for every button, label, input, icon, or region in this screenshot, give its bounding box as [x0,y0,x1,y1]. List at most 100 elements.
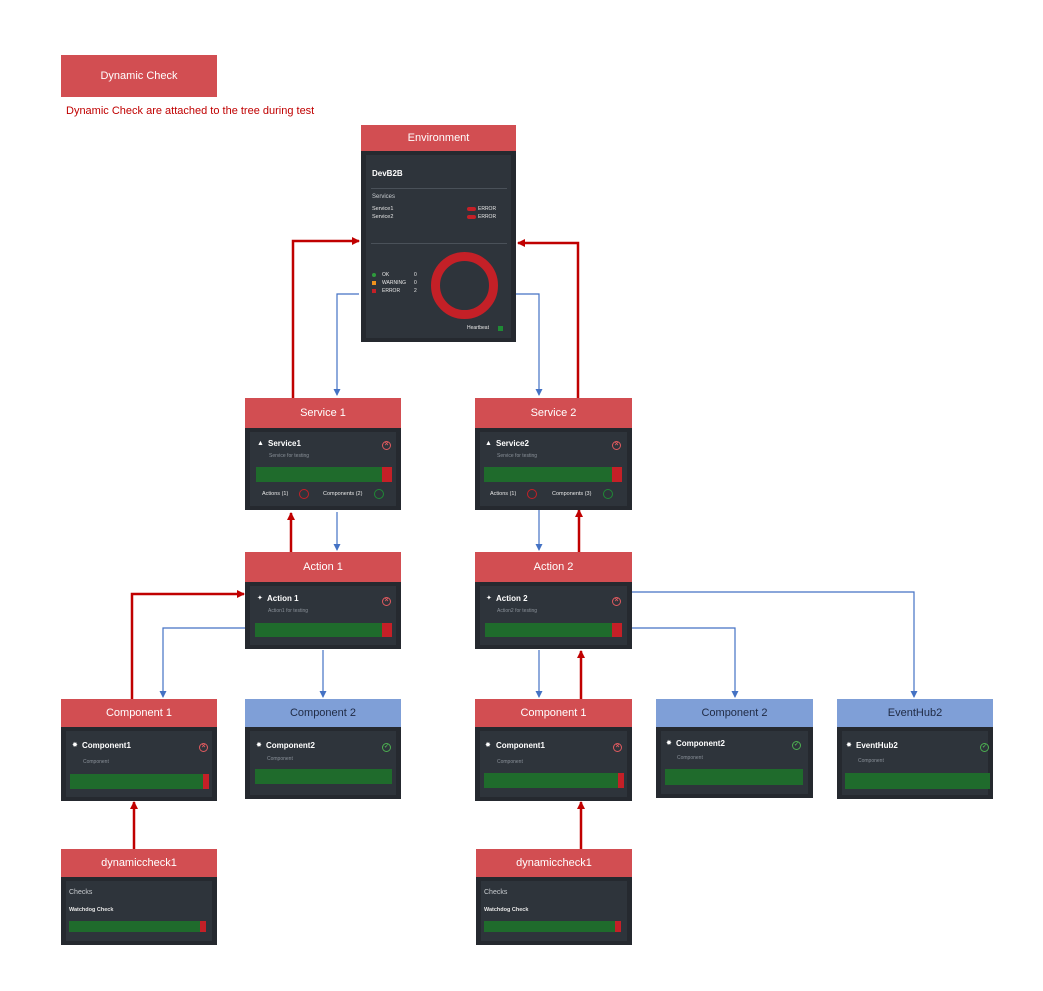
legend-note: Dynamic Check are attached to the tree d… [66,105,315,117]
service-desc: Service for testing [269,453,310,459]
component2-card: ✸ Component2 Component ✓ [656,727,813,798]
dynamiccheck1-header: dynamiccheck1 [476,849,632,877]
actions-count: Actions (1) [262,491,289,497]
arrow-environment-to-service2 [516,293,543,396]
dynamiccheck1-card: Checks Watchdog Check [61,877,217,945]
action2-header: Action 2 [475,552,632,582]
sitemap-icon: ▲ [257,440,264,447]
component-health-bar [70,774,209,789]
stat-dot [372,273,376,277]
dynamic-check-legend-button: Dynamic Check [61,55,217,97]
component-health-bar [484,773,624,788]
stat-label: ERROR [382,288,401,294]
component-health-bar [255,769,392,784]
action1-header: Action 1 [245,552,401,582]
components-status-ring [374,489,384,499]
environment-card: DevB2B Services Service1 ERROR Service2 … [361,151,516,342]
checks-label: Checks [69,889,93,896]
component-desc: Component [858,758,884,764]
service-desc: Service for testing [497,453,538,459]
divider [371,188,507,189]
service-row-name: Service1 [372,206,394,212]
actions-status-ring [299,489,309,499]
puzzle-icon: ✸ [666,740,672,747]
service2-card: ▲ Service2 Service for testing × Actions… [475,428,632,510]
services-label: Services [372,194,396,200]
actions-status-ring [527,489,537,499]
component1-card: ✸ Component1 Component × [475,727,632,801]
component-desc: Component [677,755,703,761]
service-title: Service2 [496,439,529,448]
service2-header: Service 2 [475,398,632,428]
stat-label: OK [382,272,390,278]
error-status-icon: × [382,441,391,450]
check-health-bar [69,921,206,932]
check-status-icon: ✓ [980,743,989,752]
action-desc: Action2 for testing [497,608,538,614]
component2-header: Component 2 [656,699,813,727]
component-title: Component2 [676,739,725,748]
puzzle-icon: ✸ [846,742,852,749]
service1-card: ▲ Service1 Service for testing × Actions… [245,428,401,510]
check-name: Watchdog Check [484,907,529,913]
component1-card: ✸ Component1 Component × [61,727,217,801]
error-status-icon: × [382,597,391,606]
check-status-icon: ✓ [792,741,801,750]
arrow-service1-to-environment [291,237,360,398]
arrow-component1-to-action1 [130,590,245,699]
components-status-ring [603,489,613,499]
stat-dot [372,281,376,285]
error-status-icon: × [612,441,621,450]
check-health-bar [484,921,621,932]
heartbeat-label: Heartbeat [467,325,489,331]
component2-header: Component 2 [245,699,401,727]
stat-count: 0 [414,280,417,286]
error-status-icon: × [613,743,622,752]
error-donut-chart [431,252,498,319]
card-body [250,731,396,795]
action-health-bar [255,623,392,637]
arrow-action2-to-eventhub2 [631,591,918,698]
error-status-icon: × [612,597,621,606]
action1-card: ✦ Action 1 Action1 for testing × [245,582,401,649]
sitemap-icon: ▲ [485,440,492,447]
service-row-status: ERROR [478,206,497,212]
action2-card: ✦ Action 2 Action2 for testing × [475,582,632,649]
service1-header: Service 1 [245,398,401,428]
component-health-bar [845,773,990,789]
environment-header: Environment [361,125,516,151]
divider [371,243,507,244]
running-icon: ✦ [486,595,492,602]
component-title: Component1 [496,741,545,750]
stat-count: 2 [414,288,417,294]
service-title: Service1 [268,439,301,448]
component-desc: Component [83,759,109,765]
service-row-name: Service2 [372,214,394,220]
arrow-service2-to-environment [517,239,580,398]
arrow-action2-to-component2b [631,627,739,698]
component-desc: Component [267,756,293,762]
heartbeat-indicator [498,326,503,331]
actions-count: Actions (1) [490,491,517,497]
stat-dot [372,289,376,293]
dynamiccheck1-card: Checks Watchdog Check [476,877,632,945]
dynamiccheck1-header: dynamiccheck1 [61,849,217,877]
stat-label: WARNING [382,280,406,286]
checks-label: Checks [484,889,508,896]
action-title: Action 2 [496,594,528,603]
component1-header: Component 1 [475,699,632,727]
check-name: Watchdog Check [69,907,114,913]
stat-count: 0 [414,272,417,278]
component-health-bar [665,769,803,785]
service-health-bar [256,467,392,482]
action-title: Action 1 [267,594,299,603]
puzzle-icon: ✸ [256,742,262,749]
service-row-status: ERROR [478,214,497,220]
environment-card-body [366,155,511,338]
running-icon: ✦ [257,595,263,602]
service-health-bar [484,467,622,482]
arrow-action1-to-component1 [159,627,245,698]
puzzle-icon: ✸ [72,742,78,749]
action-health-bar [485,623,622,637]
